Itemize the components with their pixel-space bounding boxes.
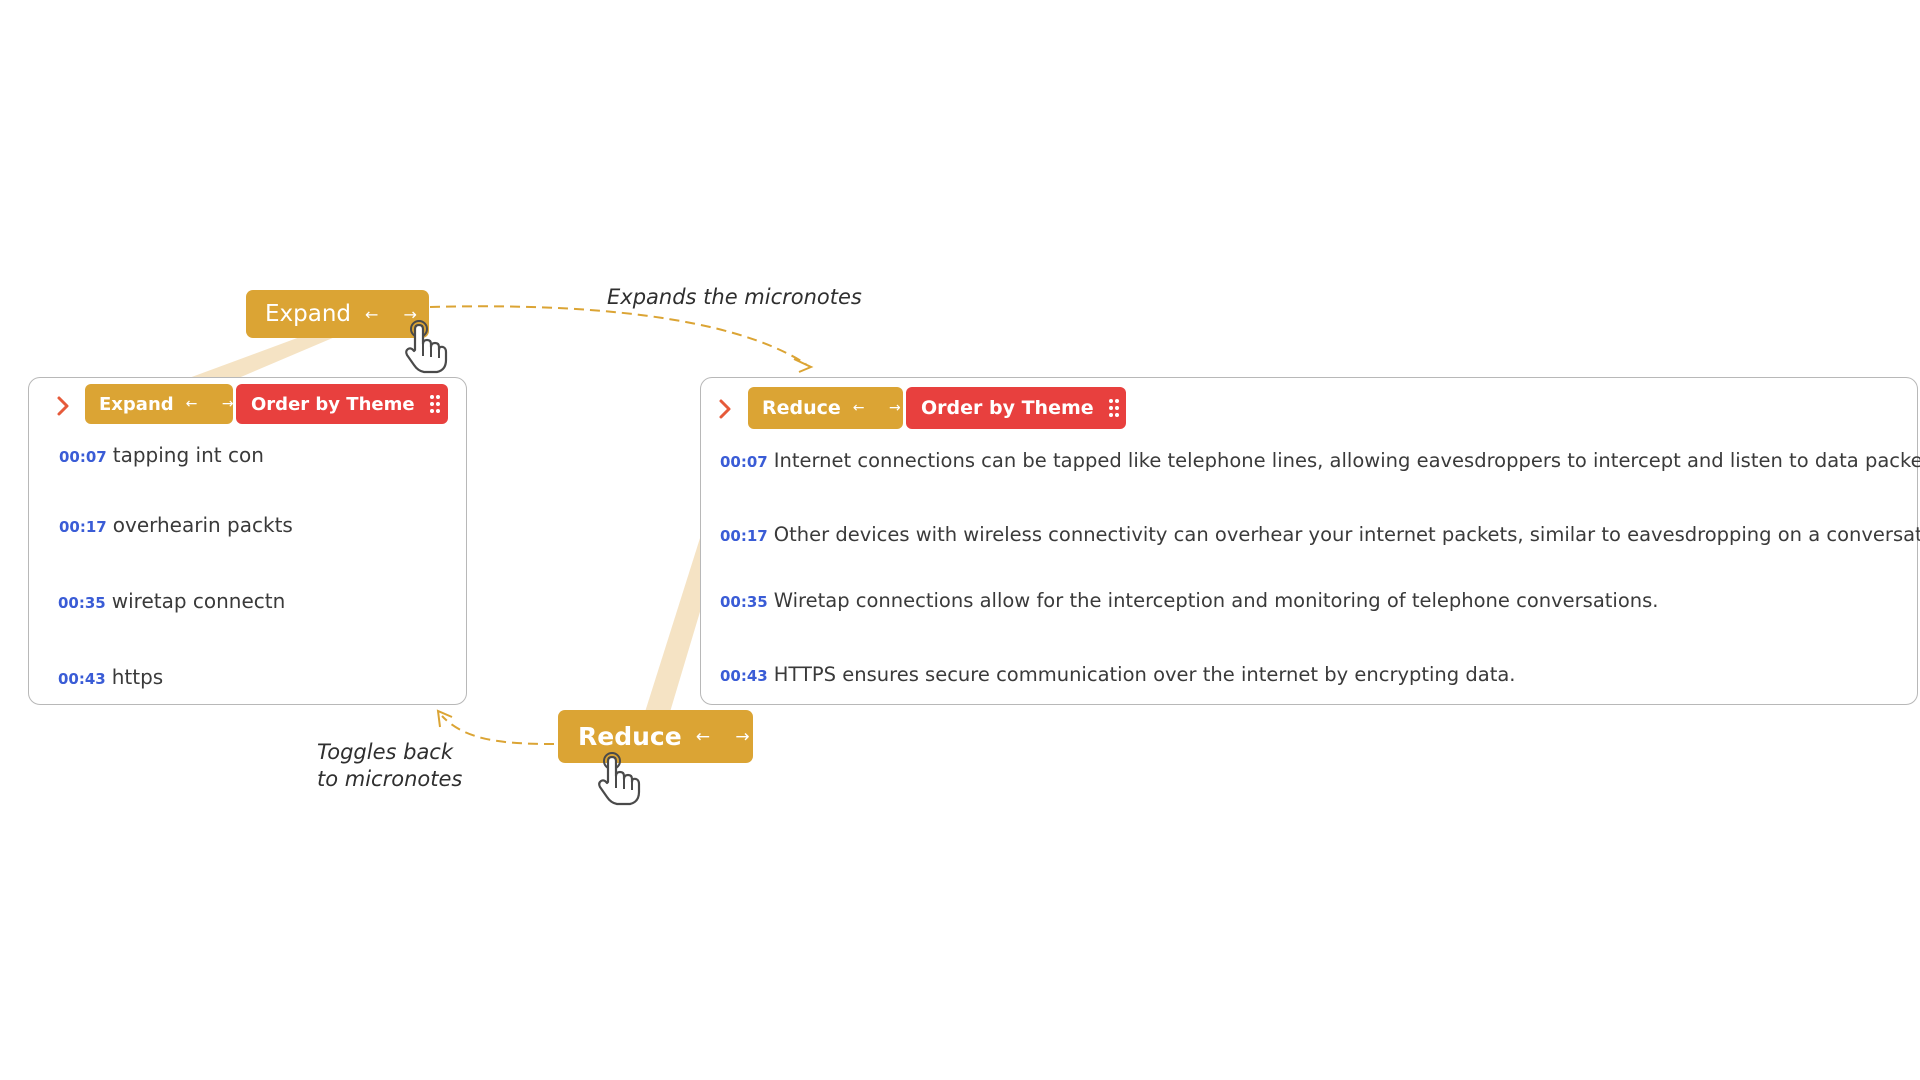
expanded-note-row: 00:43 HTTPS ensures secure communication…: [720, 663, 1516, 686]
micronote-row: 00:07 tapping int con: [59, 443, 264, 467]
micronote-text: overhearin packts: [112, 513, 293, 537]
micronote-row: 00:17 overhearin packts: [59, 513, 293, 537]
expand-button[interactable]: Expand ← →: [85, 384, 234, 424]
timestamp-link[interactable]: 00:07: [720, 453, 768, 471]
chevron-right-icon[interactable]: [717, 398, 733, 420]
expand-callout-button[interactable]: Expand ← →: [246, 290, 429, 338]
reduce-caption-line: Toggles back: [317, 740, 454, 764]
micronote-text: tapping int con: [112, 443, 264, 467]
hand-pointer-icon: [598, 752, 641, 806]
left-right-arrows-icon: ← →: [365, 304, 427, 324]
reduce-callout-button[interactable]: Reduce ← →: [558, 710, 753, 763]
timestamp-link[interactable]: 00:17: [720, 527, 768, 545]
order-by-theme-button[interactable]: Order by Theme: [236, 384, 448, 424]
expanded-notes-panel: Reduce ← → Order by Theme 00:07 Internet…: [700, 377, 1920, 705]
micronote-row: 00:43 https: [58, 665, 163, 689]
reduce-arrowhead: [436, 709, 453, 728]
drag-grip-icon: [429, 395, 440, 413]
reduce-caption: Toggles back to micronotes: [317, 739, 462, 793]
expanded-note-text: HTTPS ensures secure communication over …: [773, 663, 1516, 686]
expanded-note-text: Internet connections can be tapped like …: [773, 449, 1920, 472]
hand-pointer-icon: [405, 320, 448, 374]
reduce-callout-label: Reduce: [578, 722, 682, 751]
micronote-text: https: [111, 665, 164, 689]
expanded-note-row: 00:07 Internet connections can be tapped…: [720, 449, 1920, 472]
order-by-theme-button[interactable]: Order by Theme: [906, 387, 1126, 429]
expand-arrowhead: [793, 358, 814, 373]
micronote-row: 00:35 wiretap connectn: [58, 589, 285, 613]
expanded-note-text: Other devices with wireless connectivity…: [773, 523, 1920, 546]
left-right-arrows-icon: ← →: [852, 400, 911, 416]
timestamp-link[interactable]: 00:35: [58, 594, 106, 612]
reduce-button-label: Reduce: [762, 397, 841, 419]
timestamp-link[interactable]: 00:43: [58, 670, 106, 688]
expanded-note-row: 00:17 Other devices with wireless connec…: [720, 523, 1920, 546]
reduce-button[interactable]: Reduce ← →: [748, 387, 903, 429]
micronotes-panel: Expand ← → Order by Theme 00:07 tapping …: [28, 377, 467, 705]
left-right-arrows-icon: ← →: [185, 396, 244, 412]
expand-caption: Expands the micronotes: [607, 285, 862, 309]
order-by-theme-label: Order by Theme: [251, 393, 415, 415]
timestamp-link[interactable]: 00:17: [59, 518, 107, 536]
timestamp-link[interactable]: 00:43: [720, 667, 768, 685]
expand-callout-label: Expand: [265, 301, 352, 327]
expand-button-label: Expand: [99, 393, 174, 415]
left-right-arrows-icon: ← →: [695, 726, 760, 747]
timestamp-link[interactable]: 00:35: [720, 593, 768, 611]
expanded-note-row: 00:35 Wiretap connections allow for the …: [720, 589, 1659, 612]
order-by-theme-label: Order by Theme: [921, 397, 1094, 419]
chevron-right-icon[interactable]: [55, 395, 71, 417]
expand-arrow: [429, 305, 807, 365]
timestamp-link[interactable]: 00:07: [59, 448, 107, 466]
drag-grip-icon: [1108, 399, 1119, 417]
expanded-note-text: Wiretap connections allow for the interc…: [773, 589, 1659, 612]
micronote-text: wiretap connectn: [111, 589, 286, 613]
reduce-caption-line: to micronotes: [317, 767, 463, 791]
